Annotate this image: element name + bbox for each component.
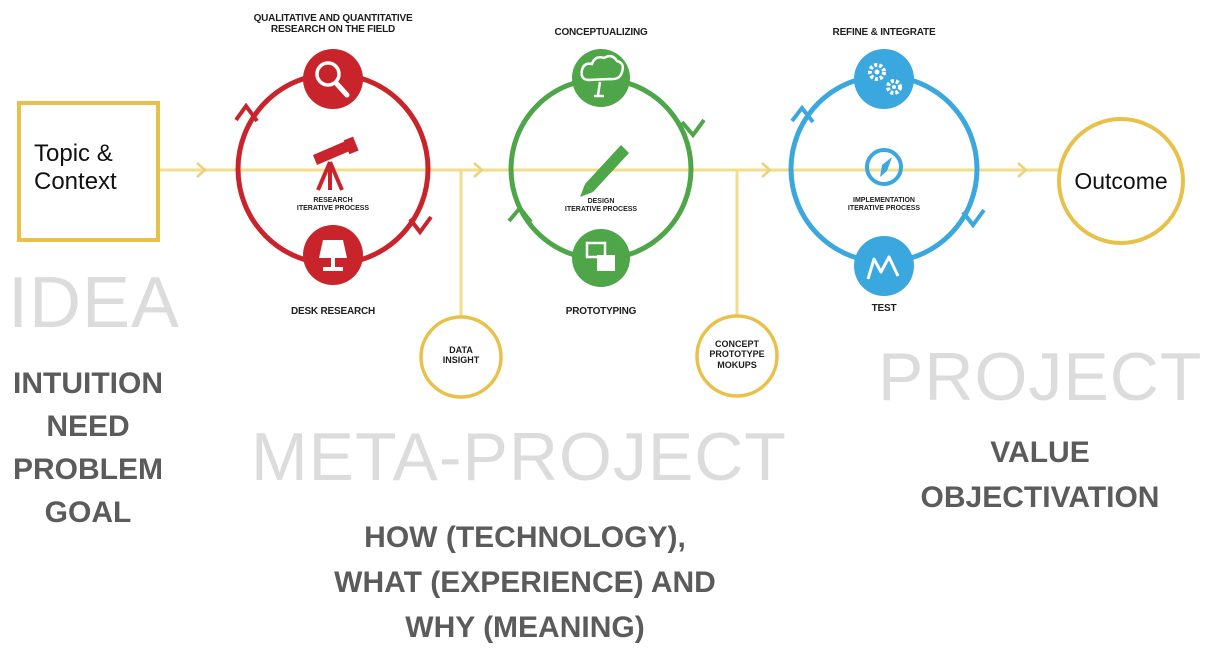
- project-line-value: VALUE: [990, 436, 1090, 469]
- cycle-arrow: [790, 104, 815, 124]
- desk-research-label: DESK RESEARCH: [290, 306, 376, 317]
- idea-item-intuition: INTUITION: [13, 367, 163, 400]
- cloud-tree-icon: [572, 49, 630, 107]
- flow-arrow: [473, 162, 484, 178]
- data-insight-line2: INSIGHT: [442, 355, 480, 366]
- idea-list: INTUITION NEED PROBLEM GOAL: [0, 362, 176, 534]
- meta-project-description: HOW (TECHNOLOGY), WHAT (EXPERIENCE) AND …: [300, 515, 750, 650]
- research-top-line1: QUALITATIVE AND QUANTITATIVE: [253, 13, 413, 24]
- topic-line: Topic &: [34, 140, 113, 167]
- telescope-icon: [313, 136, 359, 191]
- research-center-line2: ITERATIVE PROCESS: [296, 205, 370, 213]
- flow-arrow: [761, 162, 772, 178]
- cycle-arrow: [234, 102, 259, 123]
- idea-title: IDEA: [8, 263, 181, 343]
- gears-icon: [854, 49, 914, 109]
- outcome-circle: [1057, 117, 1185, 245]
- outcome-label: Outcome: [1074, 168, 1168, 194]
- meta-line-how: HOW (TECHNOLOGY),: [364, 521, 686, 554]
- meta-project-title: META-PROJECT: [251, 419, 787, 495]
- design-center-line1: DESIGN: [587, 198, 615, 205]
- data-insight-line1: DATA: [449, 345, 473, 355]
- cycle-arrow: [507, 204, 533, 224]
- idea-item-need: NEED: [46, 410, 130, 443]
- data-insight-label: DATA INSIGHT: [421, 345, 501, 366]
- research-top-line2: RESEARCH ON THE FIELD: [270, 23, 396, 35]
- research-center-line1: RESEARCH: [313, 197, 353, 204]
- pencil-icon: [580, 145, 629, 197]
- magnifier-icon: [303, 49, 363, 109]
- topic-context-label: Topic & Context: [34, 140, 117, 195]
- cycle-arrow: [408, 215, 433, 236]
- design-center-label: DESIGN ITERATIVE PROCESS: [546, 198, 656, 215]
- prototype-icon: [572, 229, 630, 287]
- concept-prototype-circle: [695, 314, 779, 398]
- cycle-arrow: [961, 208, 986, 229]
- project-line-objectivation: OBJECTIVATION: [920, 481, 1160, 514]
- implementation-center-line2: ITERATIVE PROCESS: [847, 205, 921, 213]
- idea-item-goal: GOAL: [44, 496, 132, 529]
- project-title: PROJECT: [878, 339, 1203, 415]
- research-center-label: RESEARCH ITERATIVE PROCESS: [273, 197, 393, 214]
- flow-arrow: [196, 162, 207, 178]
- test-label: TEST: [871, 303, 897, 314]
- cycle-arrow: [680, 118, 706, 139]
- prototype-line: PROTOTYPE: [709, 349, 765, 360]
- compass-icon: [865, 148, 903, 186]
- implementation-center-label: IMPLEMENTATION ITERATIVE PROCESS: [829, 197, 939, 214]
- prototyping-label: PROTOTYPING: [565, 306, 637, 317]
- topic-context-box: [17, 101, 160, 242]
- design-center-line2: ITERATIVE PROCESS: [564, 206, 638, 214]
- meta-line-what: WHAT (EXPERIENCE) AND: [334, 566, 716, 599]
- conceptualizing-label: CONCEPTUALIZING: [554, 27, 648, 38]
- idea-item-problem: PROBLEM: [13, 453, 163, 486]
- mokups-line: MOKUPS: [717, 359, 757, 370]
- chart-icon: [854, 236, 914, 296]
- research-top-label: QUALITATIVE AND QUANTITATIVE RESEARCH ON…: [213, 13, 453, 35]
- meta-line-why: WHY (MEANING): [405, 611, 645, 644]
- project-description: VALUE OBJECTIVATION: [900, 430, 1180, 520]
- refine-integrate-label: REFINE & INTEGRATE: [832, 27, 936, 38]
- data-insight-circle: [419, 315, 503, 399]
- lamp-icon: [303, 225, 363, 285]
- context-line: Context: [34, 167, 117, 195]
- concept-prototype-label: CONCEPT PROTOTYPE MOKUPS: [697, 339, 777, 370]
- flow-arrow: [1017, 162, 1028, 178]
- implementation-center-line1: IMPLEMENTATION: [853, 197, 915, 204]
- concept-line: CONCEPT: [714, 339, 759, 349]
